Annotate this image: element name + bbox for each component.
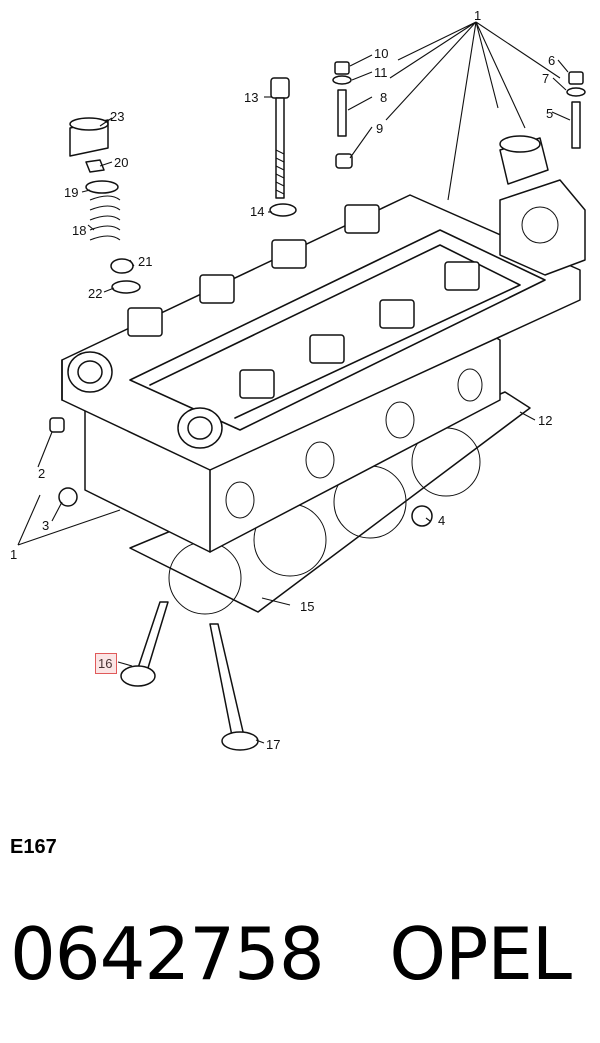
callout-18: 18 bbox=[72, 223, 86, 238]
callout-labels: 1 1 2 3 4 5 6 7 8 9 10 11 12 13 14 15 16… bbox=[10, 8, 555, 752]
part-number-line: 0642758 OPEL bbox=[10, 912, 572, 996]
callout-16: 16 bbox=[98, 656, 112, 671]
highlighted-callout-box bbox=[95, 653, 117, 674]
plug-2 bbox=[49, 417, 65, 433]
callout-2: 2 bbox=[38, 466, 45, 481]
callout-4: 4 bbox=[438, 513, 445, 528]
leader-lines bbox=[17, 21, 571, 744]
intake-valve bbox=[120, 601, 169, 687]
head-bolt bbox=[270, 77, 290, 199]
callout-11: 11 bbox=[374, 65, 388, 80]
bolt-washer bbox=[269, 203, 297, 217]
callout-21: 21 bbox=[138, 254, 152, 269]
plug-4 bbox=[411, 505, 433, 527]
callout-9: 9 bbox=[376, 121, 383, 136]
callout-12: 12 bbox=[538, 413, 552, 428]
callout-15: 15 bbox=[300, 599, 314, 614]
coolant-sleeve bbox=[499, 135, 549, 185]
exhaust-valve bbox=[209, 623, 259, 751]
callout-8: 8 bbox=[380, 90, 387, 105]
callout-10: 10 bbox=[374, 46, 388, 61]
callout-1-top: 1 bbox=[474, 8, 481, 23]
callout-22: 22 bbox=[88, 286, 102, 301]
valve-train-parts bbox=[69, 117, 141, 294]
callout-20: 20 bbox=[114, 155, 128, 170]
callout-1-bottom: 1 bbox=[10, 547, 17, 562]
callout-3: 3 bbox=[42, 518, 49, 533]
stud-assembly-right bbox=[566, 71, 586, 149]
callout-19: 19 bbox=[64, 185, 78, 200]
cylinder-head-diagram: 1 1 2 3 4 5 6 7 8 9 10 11 12 13 14 15 16… bbox=[10, 8, 586, 752]
stud-assembly-left bbox=[332, 61, 353, 169]
callout-6: 6 bbox=[548, 53, 555, 68]
callout-17: 17 bbox=[266, 737, 280, 752]
callout-7: 7 bbox=[542, 71, 549, 86]
brand-name: OPEL bbox=[389, 912, 572, 996]
diagram-code: E167 bbox=[10, 836, 57, 858]
callout-23: 23 bbox=[110, 109, 124, 124]
cylinder-head-block bbox=[61, 179, 586, 553]
callout-5: 5 bbox=[546, 106, 553, 121]
part-number: 0642758 bbox=[10, 912, 325, 996]
callout-14: 14 bbox=[250, 204, 264, 219]
callout-13: 13 bbox=[244, 90, 258, 105]
plug-3 bbox=[58, 487, 78, 507]
